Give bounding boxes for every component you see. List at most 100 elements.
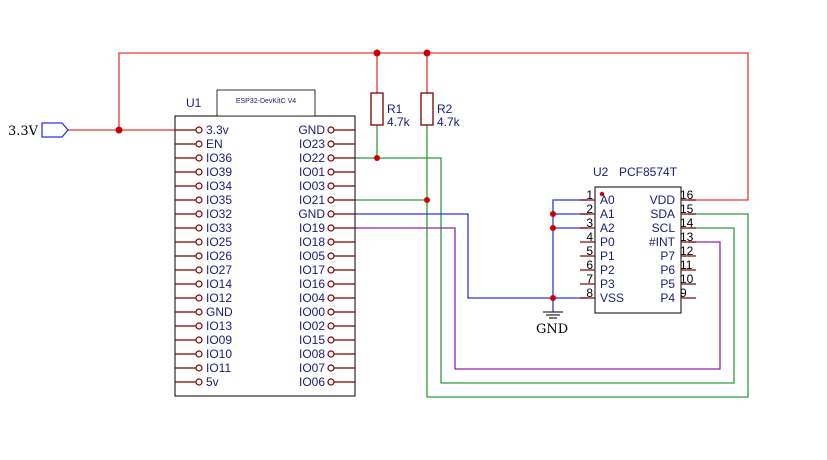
pin-label: IO35 bbox=[206, 193, 232, 207]
pin-label: P4 bbox=[660, 291, 675, 305]
ground-symbol: GND bbox=[536, 311, 568, 337]
pin-number: 10 bbox=[680, 272, 694, 286]
pin-label: IO16 bbox=[299, 277, 325, 291]
u1-pin: IO12 bbox=[175, 291, 232, 305]
pin-number: 15 bbox=[680, 202, 694, 216]
pin-label: IO25 bbox=[206, 235, 232, 249]
u1-pin: IO32 bbox=[175, 207, 232, 221]
u1-pin: IO06 bbox=[299, 375, 355, 389]
u1-pin: IO04 bbox=[299, 291, 355, 305]
pin-circle bbox=[327, 224, 335, 232]
u2-pin: 6 P2 bbox=[580, 258, 615, 277]
u1-pin: GND bbox=[298, 207, 355, 221]
pin-circle bbox=[327, 266, 335, 274]
pin-label: A0 bbox=[600, 193, 615, 207]
pin-label: P3 bbox=[600, 277, 615, 291]
pin-label: IO32 bbox=[206, 207, 232, 221]
u1-pin: IO10 bbox=[175, 347, 232, 361]
pin-circle bbox=[327, 336, 335, 344]
gnd-wire bbox=[552, 199, 588, 312]
u1-pin: IO09 bbox=[175, 333, 232, 347]
pin-number: 6 bbox=[586, 258, 593, 272]
pin-label: IO23 bbox=[299, 137, 325, 151]
pin-circle bbox=[195, 140, 203, 148]
pin-label: P0 bbox=[600, 235, 615, 249]
pin-circle bbox=[327, 378, 335, 386]
pin-label: IO22 bbox=[299, 151, 325, 165]
pin-number: 12 bbox=[680, 244, 694, 258]
pin-label: IO03 bbox=[299, 179, 325, 193]
pin-circle bbox=[327, 140, 335, 148]
pin-circle bbox=[327, 308, 335, 316]
gnd-wire bbox=[355, 213, 588, 299]
u2-pin: 7 P3 bbox=[580, 272, 615, 291]
pin-label: #INT bbox=[649, 235, 676, 249]
pin-number: 4 bbox=[586, 230, 593, 244]
resistor-r2: R2 4.7k bbox=[420, 92, 461, 129]
pin-circle bbox=[327, 252, 335, 260]
u1-pin: 5v bbox=[175, 375, 219, 389]
power-port: 3.3V bbox=[8, 122, 69, 139]
r1-body bbox=[370, 92, 384, 126]
pin-circle bbox=[195, 224, 203, 232]
pin-label: EN bbox=[206, 137, 223, 151]
u1-pin: IO23 bbox=[299, 137, 355, 151]
u2-pin: 11 P6 bbox=[660, 258, 696, 277]
pin-label: VSS bbox=[600, 291, 624, 305]
u1-ref: U1 bbox=[186, 96, 202, 110]
pin-label: P1 bbox=[600, 249, 615, 263]
pin-circle bbox=[195, 154, 203, 162]
u1-pin: IO19 bbox=[299, 221, 355, 235]
pin-label: GND bbox=[298, 123, 325, 137]
pin-label: A1 bbox=[600, 207, 615, 221]
power-port-label: 3.3V bbox=[8, 124, 39, 139]
pin-circle bbox=[327, 210, 335, 218]
pin-label: VDD bbox=[650, 193, 676, 207]
u2-pin: 15 SDA bbox=[650, 202, 696, 221]
u2-pin: 2 A1 bbox=[580, 202, 615, 221]
pin-circle bbox=[327, 364, 335, 372]
pin-circle bbox=[195, 364, 203, 372]
pin-circle bbox=[195, 266, 203, 274]
pin-label: IO01 bbox=[299, 165, 325, 179]
pin-label: P2 bbox=[600, 263, 615, 277]
pin-circle bbox=[195, 126, 203, 134]
pin-label: SDA bbox=[650, 207, 675, 221]
scl-net bbox=[355, 125, 749, 398]
sda-wire bbox=[355, 125, 378, 159]
u1-module-label: ESP32-DevKitC V4 bbox=[236, 98, 296, 105]
pin-label: IO05 bbox=[299, 249, 325, 263]
u1-pin: IO22 bbox=[299, 151, 355, 165]
u1-pin: IO26 bbox=[175, 249, 232, 263]
pin-label: P6 bbox=[660, 263, 675, 277]
pin-label: A2 bbox=[600, 221, 615, 235]
pin-label: IO00 bbox=[299, 305, 325, 319]
pin-number: 16 bbox=[680, 188, 694, 202]
pin-circle bbox=[327, 280, 335, 288]
u1-pin: IO08 bbox=[299, 347, 355, 361]
u2-pin: 9P4 bbox=[660, 286, 696, 305]
pin-number: 5 bbox=[586, 244, 593, 258]
pin-circle bbox=[327, 294, 335, 302]
u1-pin: IO03 bbox=[299, 179, 355, 193]
pin-label: IO09 bbox=[206, 333, 232, 347]
pin-circle bbox=[327, 238, 335, 246]
r1-ref: R1 bbox=[387, 102, 403, 116]
pin-label: P7 bbox=[660, 249, 675, 263]
pin-circle bbox=[195, 308, 203, 316]
pin-label: IO13 bbox=[206, 319, 232, 333]
pin-label: IO27 bbox=[206, 263, 232, 277]
pin-number: 14 bbox=[680, 216, 694, 230]
pin-label: IO34 bbox=[206, 179, 232, 193]
pin-number: 2 bbox=[586, 202, 593, 216]
junction-dot bbox=[115, 126, 123, 134]
u1-pin: IO18 bbox=[299, 235, 355, 249]
pin-number: 11 bbox=[680, 258, 693, 272]
pin-circle bbox=[327, 168, 335, 176]
u1-pin: IO11 bbox=[175, 361, 231, 375]
pin-number: 7 bbox=[586, 272, 593, 286]
